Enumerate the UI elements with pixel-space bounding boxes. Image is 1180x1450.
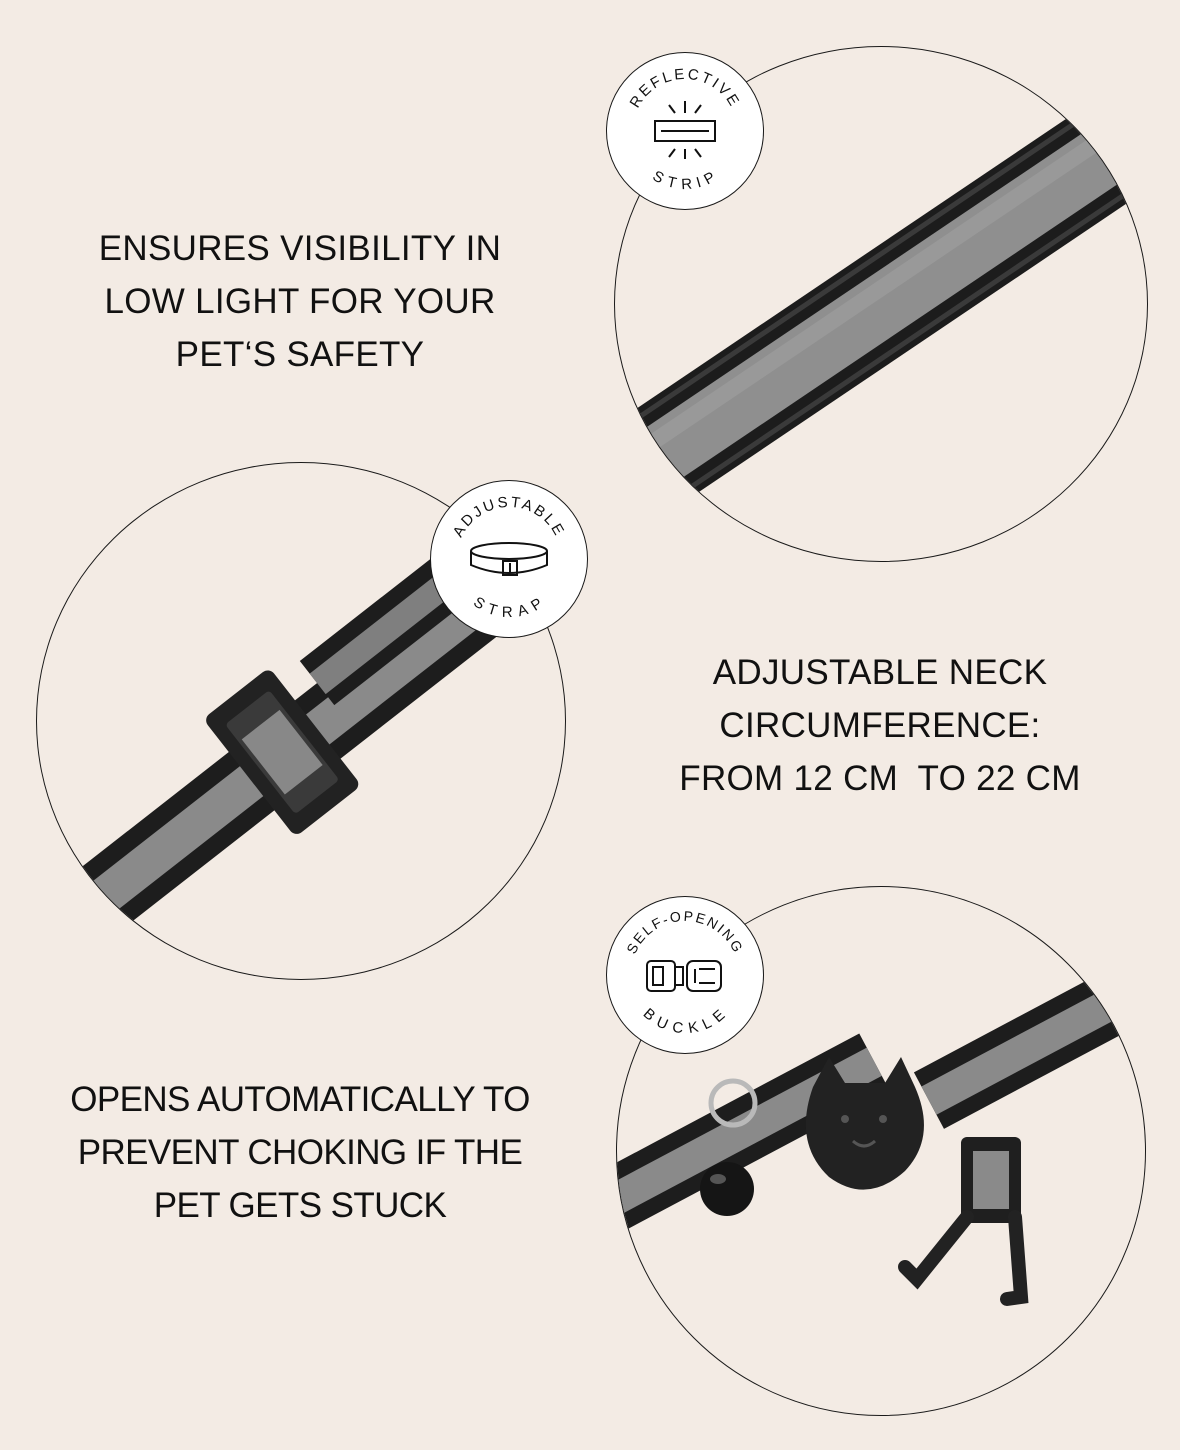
text-line: OPENS AUTOMATICALLY TO: [70, 1080, 530, 1119]
adjustable-strap-badge: ADJUSTABLE STRAP: [430, 480, 588, 638]
reflective-strip-photo: [614, 46, 1148, 562]
self-opening-buckle-badge: SELF-OPENING BUCKLE: [606, 896, 764, 1054]
badge-top-label: SELF-OPENING: [623, 908, 747, 956]
text-line: CIRCUMFERENCE:: [719, 706, 1041, 745]
buckle-icon: [646, 960, 722, 992]
reflective-strip-badge: REFLECTIVE STRIP: [606, 52, 764, 210]
text-line: FROM 12 CM TO 22 CM: [679, 759, 1081, 798]
text-line: PREVENT CHOKING IF THE: [77, 1133, 523, 1172]
badge-bottom-label: STRIP: [650, 167, 721, 193]
badge-bottom-label: BUCKLE: [640, 1005, 730, 1037]
feature-text-adjustable: ADJUSTABLE NECK CIRCUMFERENCE: FROM 12 C…: [620, 646, 1140, 805]
collar-strap-icon: [470, 542, 548, 576]
text-line: ENSURES VISIBILITY IN: [98, 229, 502, 268]
text-line: PET‘S SAFETY: [175, 335, 425, 374]
badge-top-label: ADJUSTABLE: [450, 494, 569, 540]
reflective-strap-illustration: [615, 47, 1147, 561]
text-line: ADJUSTABLE NECK: [712, 653, 1048, 692]
feature-text-buckle: OPENS AUTOMATICALLY TO PREVENT CHOKING I…: [30, 1073, 570, 1232]
text-line: PET GETS STUCK: [153, 1186, 447, 1225]
badge-bottom-label: STRAP: [470, 594, 547, 622]
feature-text-reflective: ENSURES VISIBILITY IN LOW LIGHT FOR YOUR…: [40, 222, 560, 381]
reflective-strip-icon: [654, 101, 716, 159]
adjustable-strap-photo: [36, 462, 566, 980]
text-line: LOW LIGHT FOR YOUR: [104, 282, 496, 321]
